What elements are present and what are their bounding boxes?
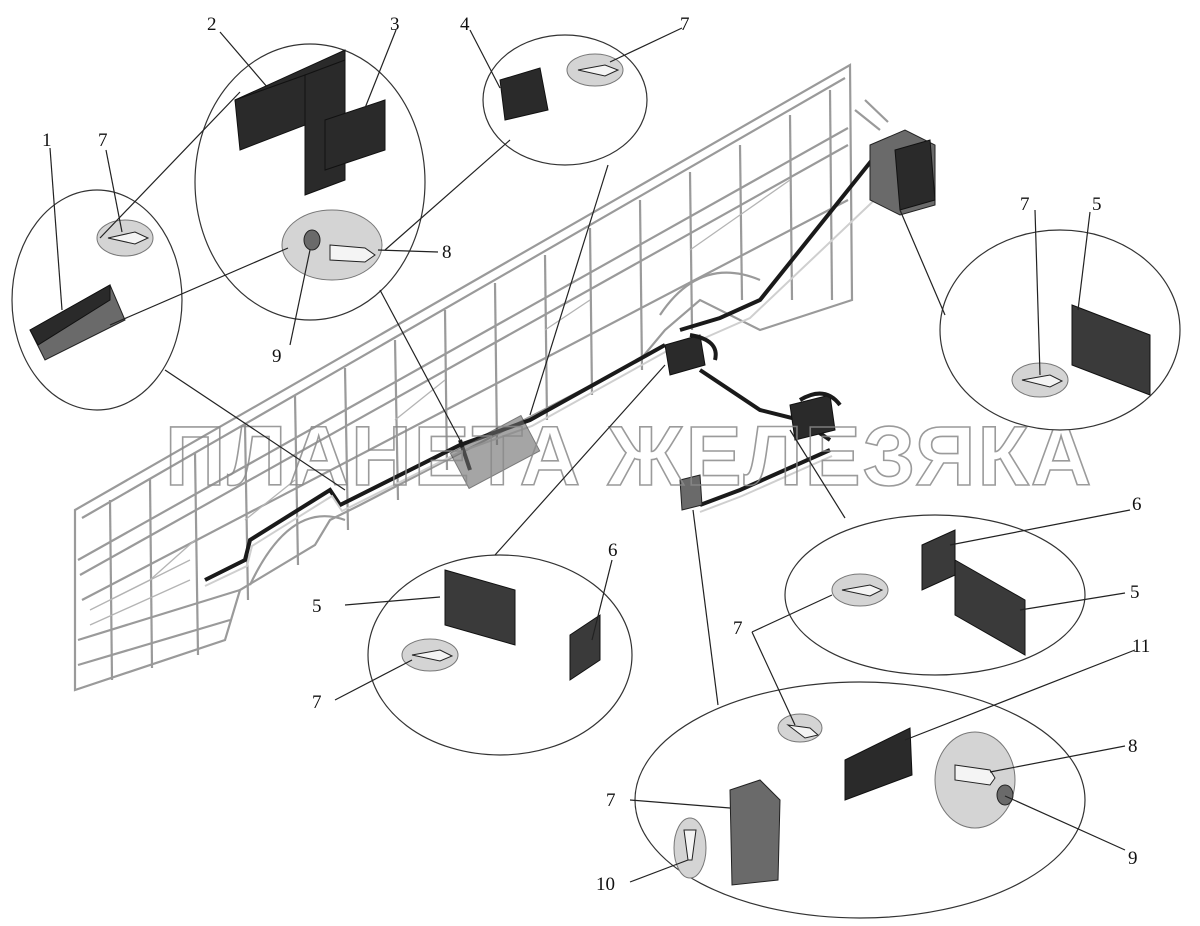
- callout-6-b: 6: [1132, 494, 1142, 515]
- callout-7-e: 7: [733, 618, 743, 639]
- callout-9-b: 9: [1128, 848, 1138, 869]
- callout-10: 10: [596, 874, 615, 895]
- callout-labels: 1 7 2 3 4 7 8 9 7 5 5 6 7 6 5 7 11 8 7 9…: [42, 14, 1150, 895]
- detail-circle-2: [194, 43, 426, 321]
- detail-circle-5: [939, 229, 1181, 431]
- bracket-lower: [679, 474, 703, 511]
- detail-circle-7: [784, 514, 1086, 676]
- callout-11: 11: [1132, 636, 1150, 657]
- callout-8-b: 8: [1128, 736, 1138, 757]
- callout-7-f: 7: [606, 790, 616, 811]
- callout-2: 2: [207, 14, 217, 35]
- callout-8-a: 8: [442, 242, 452, 263]
- air-duct-run: [204, 148, 886, 587]
- callout-5-c: 5: [1130, 582, 1140, 603]
- detail-circle-8: [634, 681, 1086, 919]
- callout-5-b: 5: [312, 596, 322, 617]
- callout-7-d: 7: [312, 692, 322, 713]
- watermark-text: ПЛАНЕТА ЖЕЛЕЗЯКА: [165, 409, 1093, 503]
- callout-7-c: 7: [1020, 194, 1030, 215]
- callout-9-a: 9: [272, 346, 282, 367]
- detail-circle-4: [482, 34, 648, 166]
- detail-circle-6: [367, 554, 633, 756]
- callout-1: 1: [42, 130, 52, 151]
- callout-7-a: 7: [98, 130, 108, 151]
- callout-4: 4: [460, 14, 470, 35]
- callout-6-a: 6: [608, 540, 618, 561]
- detail-circle-1: [11, 189, 183, 411]
- leader-lines: [49, 27, 1136, 883]
- bus-side-frame: [73, 63, 854, 692]
- heater-unit-front: [789, 391, 842, 441]
- heater-unit-rear: [854, 99, 936, 216]
- callout-3: 3: [390, 14, 400, 35]
- callout-7-b: 7: [680, 14, 690, 35]
- heater-unit-middle: [664, 333, 718, 376]
- callout-5-a: 5: [1092, 194, 1102, 215]
